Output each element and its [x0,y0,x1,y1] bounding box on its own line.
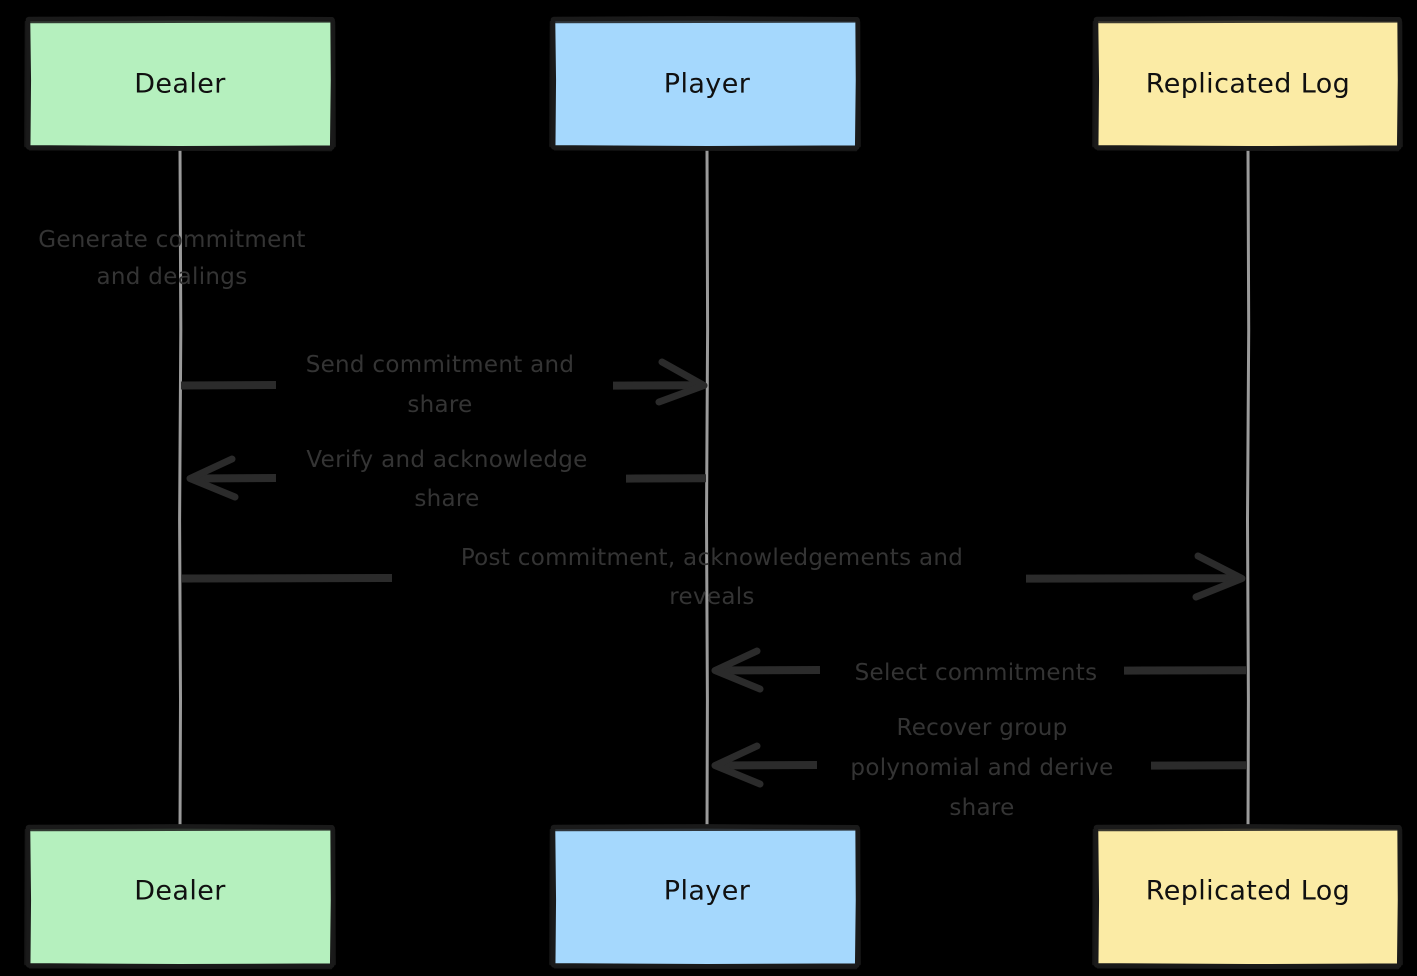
participant-label-dealer-top: Dealer [134,69,226,100]
participant-box-replicated-log-top-fill [1096,18,1400,148]
participant-label-replicated-log-top: Replicated Log [1146,69,1350,100]
message-recover-group-line [716,761,1247,770]
participant-box-replicated-log-top[interactable]: Replicated Log [1092,16,1403,152]
message-verify-acknowledge-label-2: share [414,486,479,512]
message-verify-acknowledge-arrowhead [186,455,239,501]
participant-box-replicated-log-top-border2 [1092,20,1403,152]
lifelines [178,148,1251,831]
message-recover-group-label-3: share [949,795,1014,821]
participant-box-player-top-fill [553,18,858,148]
note-generate-commitment-line-1: Generate commitment [38,227,306,253]
message-post-commitment-label-2: reveals [669,584,754,610]
message-select-commitments-arrowhead [711,647,764,693]
participant-box-dealer-bottom-fill [28,826,333,966]
note-generate-commitment: Generate commitment and dealings [38,227,306,290]
message-post-commitment[interactable]: Post commitment, acknowledgements and re… [181,545,1246,610]
participant-box-dealer-top-fill [28,18,333,148]
message-verify-acknowledge[interactable]: Verify and acknowledge share [186,447,707,512]
message-recover-group[interactable]: Recover group polynomial and derive shar… [711,715,1247,821]
participant-box-dealer-bottom-border2 [24,828,336,970]
note-generate-commitment-line-2: and dealings [97,264,248,290]
message-verify-acknowledge-line [190,474,707,483]
participant-box-dealer-top[interactable]: Dealer [24,16,336,152]
participant-box-dealer-bottom-border [25,824,336,969]
participant-box-replicated-log-bottom-border2 [1092,828,1403,970]
message-select-commitments[interactable]: Select commitments [711,647,1247,693]
message-send-commitment-arrowhead [655,358,708,406]
participant-label-player-bottom: Player [664,876,751,907]
participant-box-player-bottom-fill [553,826,858,966]
message-send-commitment-label-1: Send commitment and [306,352,575,378]
participant-box-player-bottom-border [550,824,861,969]
message-post-commitment-line [181,574,1240,583]
participant-box-player-bottom-border2 [549,828,861,970]
participant-box-replicated-log-bottom-border [1093,824,1403,969]
participant-box-player-top[interactable]: Player [549,16,861,152]
message-select-commitments-label-1: Select commitments [855,660,1098,686]
participant-box-replicated-log-bottom-fill [1096,826,1400,966]
message-select-commitments-line [716,666,1247,675]
message-recover-group-label-1: Recover group [896,715,1067,741]
lifeline-replicated-log [1245,148,1251,831]
participant-box-player-bottom[interactable]: Player [549,824,861,970]
lifeline-dealer [178,148,183,831]
participant-label-replicated-log-bottom: Replicated Log [1146,876,1350,907]
message-send-commitment-line [180,381,698,390]
lifeline-player [704,148,710,831]
participant-label-dealer-bottom: Dealer [134,876,226,907]
message-verify-acknowledge-label-1: Verify and acknowledge [306,447,587,473]
participant-box-dealer-bottom[interactable]: Dealer [24,824,336,970]
message-post-commitment-label-1: Post commitment, acknowledgements and [461,545,963,571]
message-send-commitment-label-2: share [407,392,472,418]
participant-box-player-top-border2 [549,20,861,152]
message-send-commitment[interactable]: Send commitment and share [180,352,708,418]
message-recover-group-label-2: polynomial and derive [850,755,1113,781]
participant-label-player-top: Player [664,69,751,100]
participant-box-replicated-log-bottom[interactable]: Replicated Log [1092,824,1403,970]
message-recover-group-arrowhead [711,742,764,788]
participant-box-dealer-top-border2 [24,20,336,152]
message-post-commitment-arrowhead [1192,552,1246,601]
